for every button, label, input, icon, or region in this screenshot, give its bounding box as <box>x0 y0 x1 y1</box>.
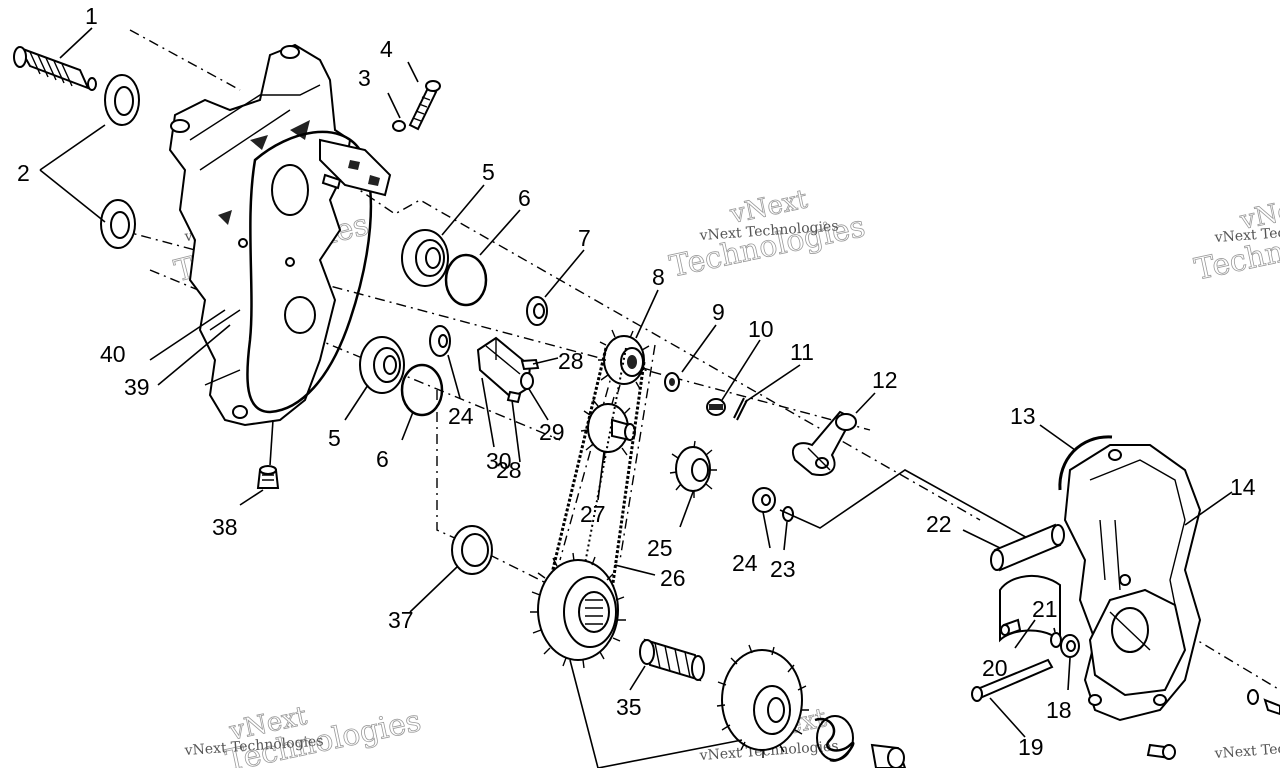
axis-output-shaft <box>436 390 561 591</box>
label-28-lower: 28 <box>496 457 522 483</box>
part-reverse-gear <box>716 644 809 758</box>
part-labels: 1 2 3 4 5 5 6 6 7 8 9 10 11 12 13 14 18 … <box>17 3 1256 760</box>
label-9: 9 <box>712 299 725 325</box>
part-35-splined-shaft <box>639 638 705 682</box>
part-6-o-rings <box>400 253 488 417</box>
label-37: 37 <box>388 607 414 633</box>
part-2-seals <box>100 74 140 249</box>
label-4: 4 <box>380 36 393 62</box>
part-30-tensioner <box>476 336 540 404</box>
part-19-rod <box>971 658 1054 702</box>
part-12-shift-lever <box>792 410 857 476</box>
part-37-thrust-washer <box>451 525 493 575</box>
part-cover-bolts <box>1146 689 1280 760</box>
part-27-drive-sprocket <box>580 396 636 461</box>
axis-chain-guides <box>559 344 656 561</box>
label-19: 19 <box>1018 734 1044 760</box>
label-11: 11 <box>790 339 814 365</box>
axis-input-shaft <box>129 29 241 91</box>
label-38: 38 <box>212 514 238 540</box>
label-39: 39 <box>124 374 150 400</box>
leader-lines <box>39 27 1233 769</box>
label-40: 40 <box>100 341 126 367</box>
part-3-4-bolt-washer <box>392 80 441 132</box>
part-20-pin <box>1000 618 1022 637</box>
label-18: 18 <box>1046 697 1072 723</box>
part-23-snap-ring <box>782 506 794 522</box>
part-22-shift-shaft <box>990 523 1065 643</box>
label-27: 27 <box>580 501 606 527</box>
part-9-nut <box>664 372 680 392</box>
part-24-washers <box>429 325 776 513</box>
label-25: 25 <box>647 535 673 561</box>
part-7-washer <box>526 296 548 326</box>
part-10-castle-nut <box>706 398 726 416</box>
label-7: 7 <box>578 225 591 251</box>
part-25-gear <box>669 440 717 498</box>
part-13-cover-gasket <box>1058 435 1113 491</box>
part-38-drain-plug <box>256 465 280 489</box>
label-20: 20 <box>982 655 1008 681</box>
label-2: 2 <box>17 160 30 186</box>
part-40-chaincase-housing <box>168 43 392 427</box>
label-23: 23 <box>770 556 796 582</box>
label-24-upper: 24 <box>448 403 474 429</box>
label-35: 35 <box>616 694 642 720</box>
part-14-chaincase-cover <box>1063 444 1202 722</box>
part-spring <box>814 715 855 762</box>
label-30: 30 <box>486 448 512 474</box>
label-14: 14 <box>1230 474 1256 500</box>
label-22: 22 <box>926 511 952 537</box>
axis-cover-leader <box>779 469 1041 546</box>
label-12: 12 <box>872 367 898 393</box>
label-1: 1 <box>85 3 98 29</box>
label-8: 8 <box>652 264 665 290</box>
label-6-upper: 6 <box>518 185 531 211</box>
label-5-upper: 5 <box>482 159 495 185</box>
part-21-washer <box>1050 632 1080 658</box>
label-24-lower: 24 <box>732 550 758 576</box>
label-10: 10 <box>748 316 774 342</box>
axis-upper-shaft <box>329 169 981 521</box>
label-6-lower: 6 <box>376 446 389 472</box>
part-output-sprocket <box>530 552 626 669</box>
part-11-cotter-pin <box>733 397 748 421</box>
axis-mid-shaft <box>119 229 871 431</box>
label-26: 26 <box>660 565 686 591</box>
part-1-input-shaft <box>13 46 97 91</box>
label-13: 13 <box>1010 403 1036 429</box>
watermark-6-name: vNext Technologies <box>1213 736 1280 762</box>
part-26-drive-chain <box>546 347 646 591</box>
label-21: 21 <box>1032 596 1058 622</box>
part-spring-cap <box>870 743 907 769</box>
label-3: 3 <box>358 65 371 91</box>
label-28-upper: 28 <box>558 348 584 374</box>
label-29: 29 <box>539 419 565 445</box>
part-5-bearings <box>359 229 449 394</box>
label-5-lower: 5 <box>328 425 341 451</box>
